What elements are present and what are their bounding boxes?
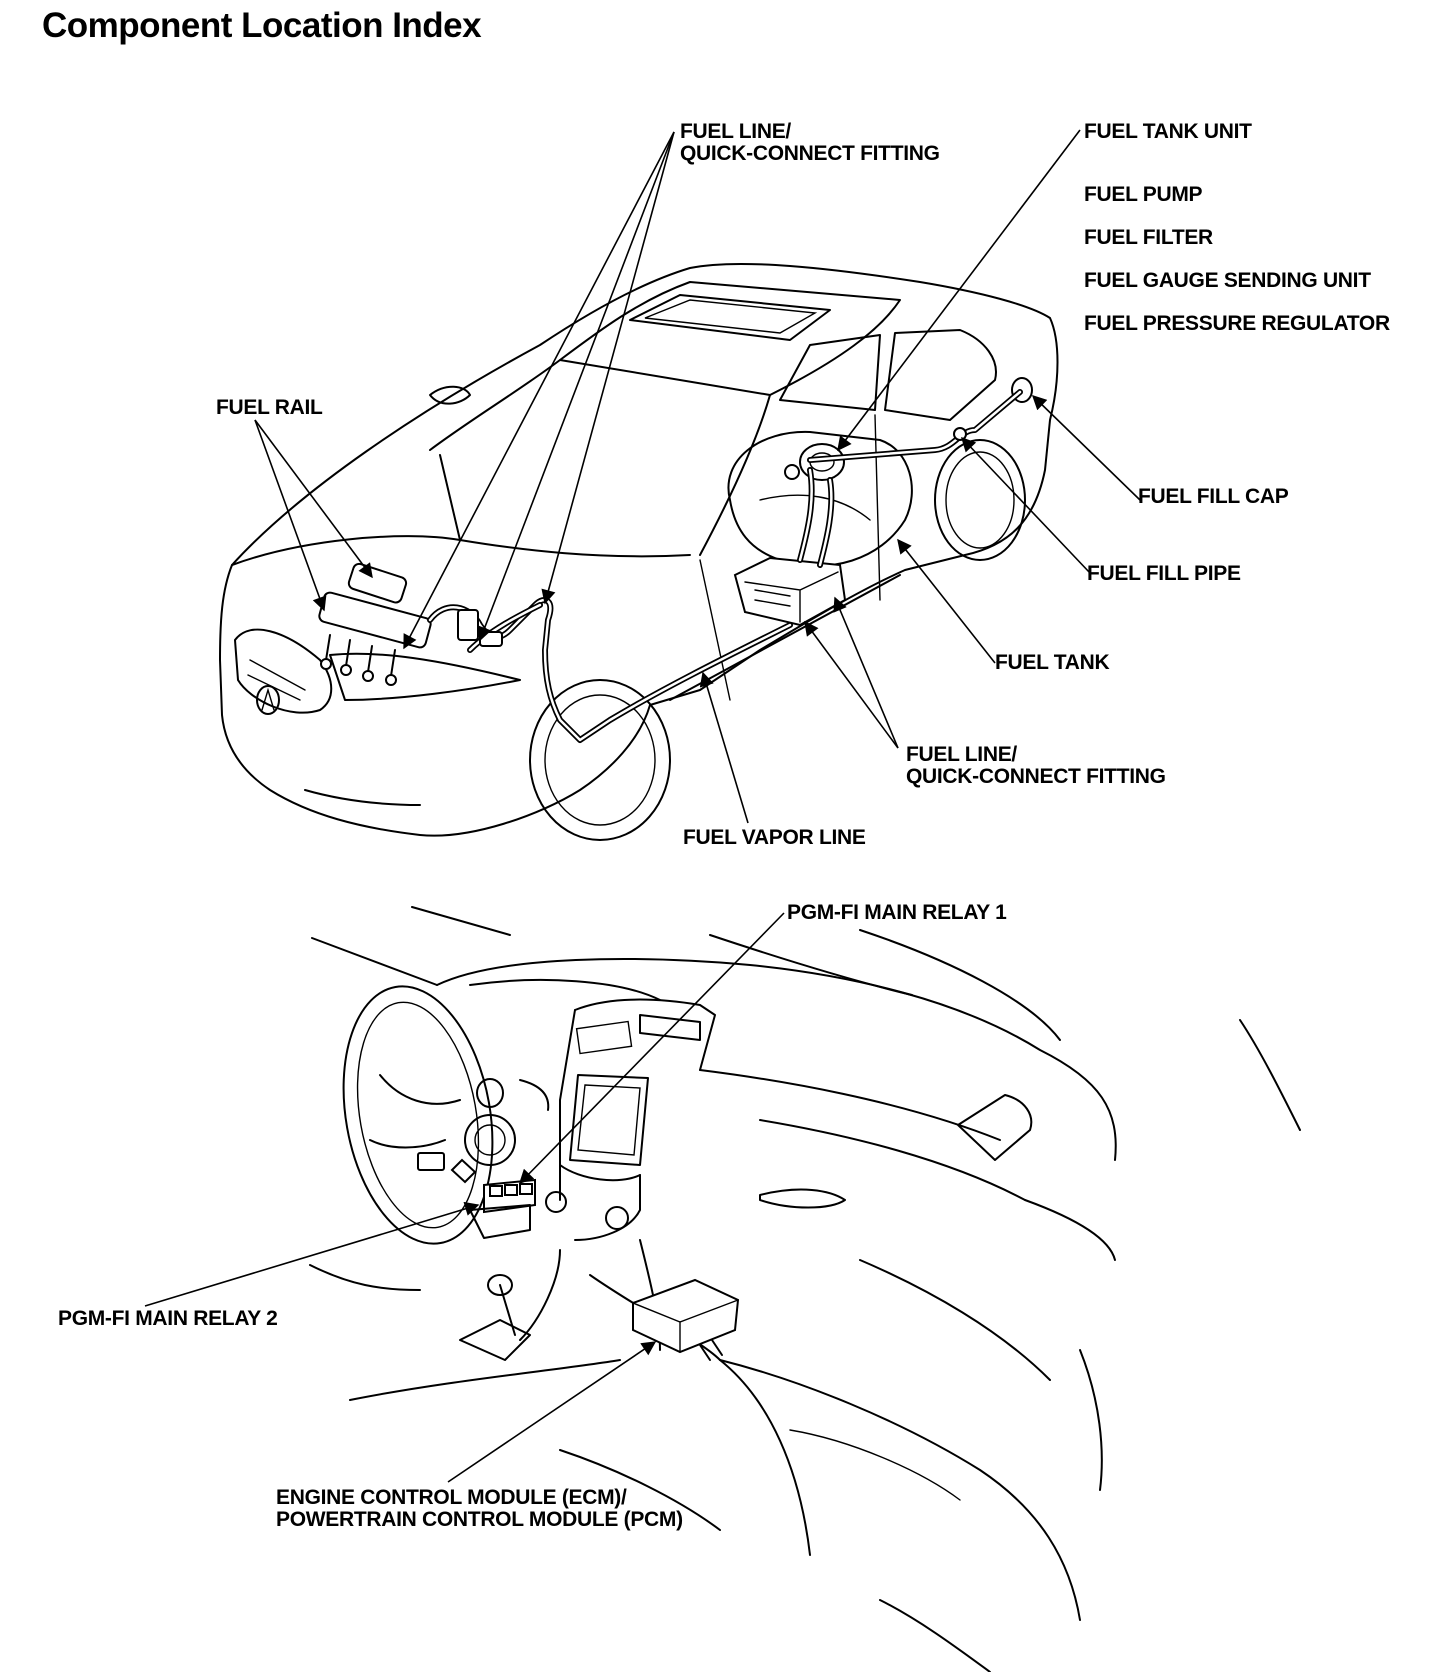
label-line: POWERTRAIN CONTROL MODULE (PCM) <box>276 1508 683 1531</box>
fuel-tank-part <box>727 430 913 567</box>
label-fuel-tank: FUEL TANK <box>995 651 1110 674</box>
label-line: QUICK-CONNECT FITTING <box>680 142 940 165</box>
car-illustration <box>219 262 1059 841</box>
label-fuel-line-quick-connect-bottom: FUEL LINE/ QUICK-CONNECT FITTING <box>906 744 1166 788</box>
label-pgm-fi-main-relay-1: PGM-FI MAIN RELAY 1 <box>787 901 1007 924</box>
passenger-vent <box>957 1094 1033 1161</box>
steering-wheel <box>342 985 494 1245</box>
label-fuel-pump: FUEL PUMP <box>1084 183 1203 206</box>
label-ecm-pcm: ENGINE CONTROL MODULE (ECM)/ POWERTRAIN … <box>276 1487 683 1531</box>
label-line: QUICK-CONNECT FITTING <box>906 765 1166 788</box>
label-line: FUEL LINE/ <box>906 743 1017 766</box>
label-line: FUEL LINE/ <box>680 120 791 143</box>
label-fuel-fill-pipe: FUEL FILL PIPE <box>1087 562 1241 585</box>
label-fuel-rail: FUEL RAIL <box>216 396 323 419</box>
interior-illustration <box>309 906 1301 1672</box>
label-fuel-vapor-line: FUEL VAPOR LINE <box>683 826 866 849</box>
acura-emblem-icon <box>256 685 280 715</box>
label-pgm-fi-main-relay-2: PGM-FI MAIN RELAY 2 <box>58 1307 278 1330</box>
fuel-rail-part <box>318 562 432 686</box>
car-leader-lines <box>254 129 1141 824</box>
fuel-system <box>318 389 1023 743</box>
page-title: Component Location Index <box>42 6 482 45</box>
label-fuel-tank-unit: FUEL TANK UNIT <box>1084 120 1252 143</box>
interior-leader-lines <box>144 912 785 1483</box>
label-line: ENGINE CONTROL MODULE (ECM)/ <box>276 1486 627 1509</box>
ecm-pcm-part <box>632 1278 740 1361</box>
pgm-fi-main-relay-2-part <box>417 1152 445 1171</box>
label-fuel-gauge-sending-unit: FUEL GAUGE SENDING UNIT <box>1084 269 1371 292</box>
label-fuel-line-quick-connect-top: FUEL LINE/ QUICK-CONNECT FITTING <box>680 121 940 165</box>
label-fuel-fill-cap: FUEL FILL CAP <box>1138 485 1289 508</box>
label-fuel-filter: FUEL FILTER <box>1084 226 1213 249</box>
pgm-fi-main-relay-1-part <box>469 1178 536 1239</box>
label-fuel-pressure-regulator: FUEL PRESSURE REGULATOR <box>1084 312 1390 335</box>
shift-lever <box>459 1319 531 1361</box>
